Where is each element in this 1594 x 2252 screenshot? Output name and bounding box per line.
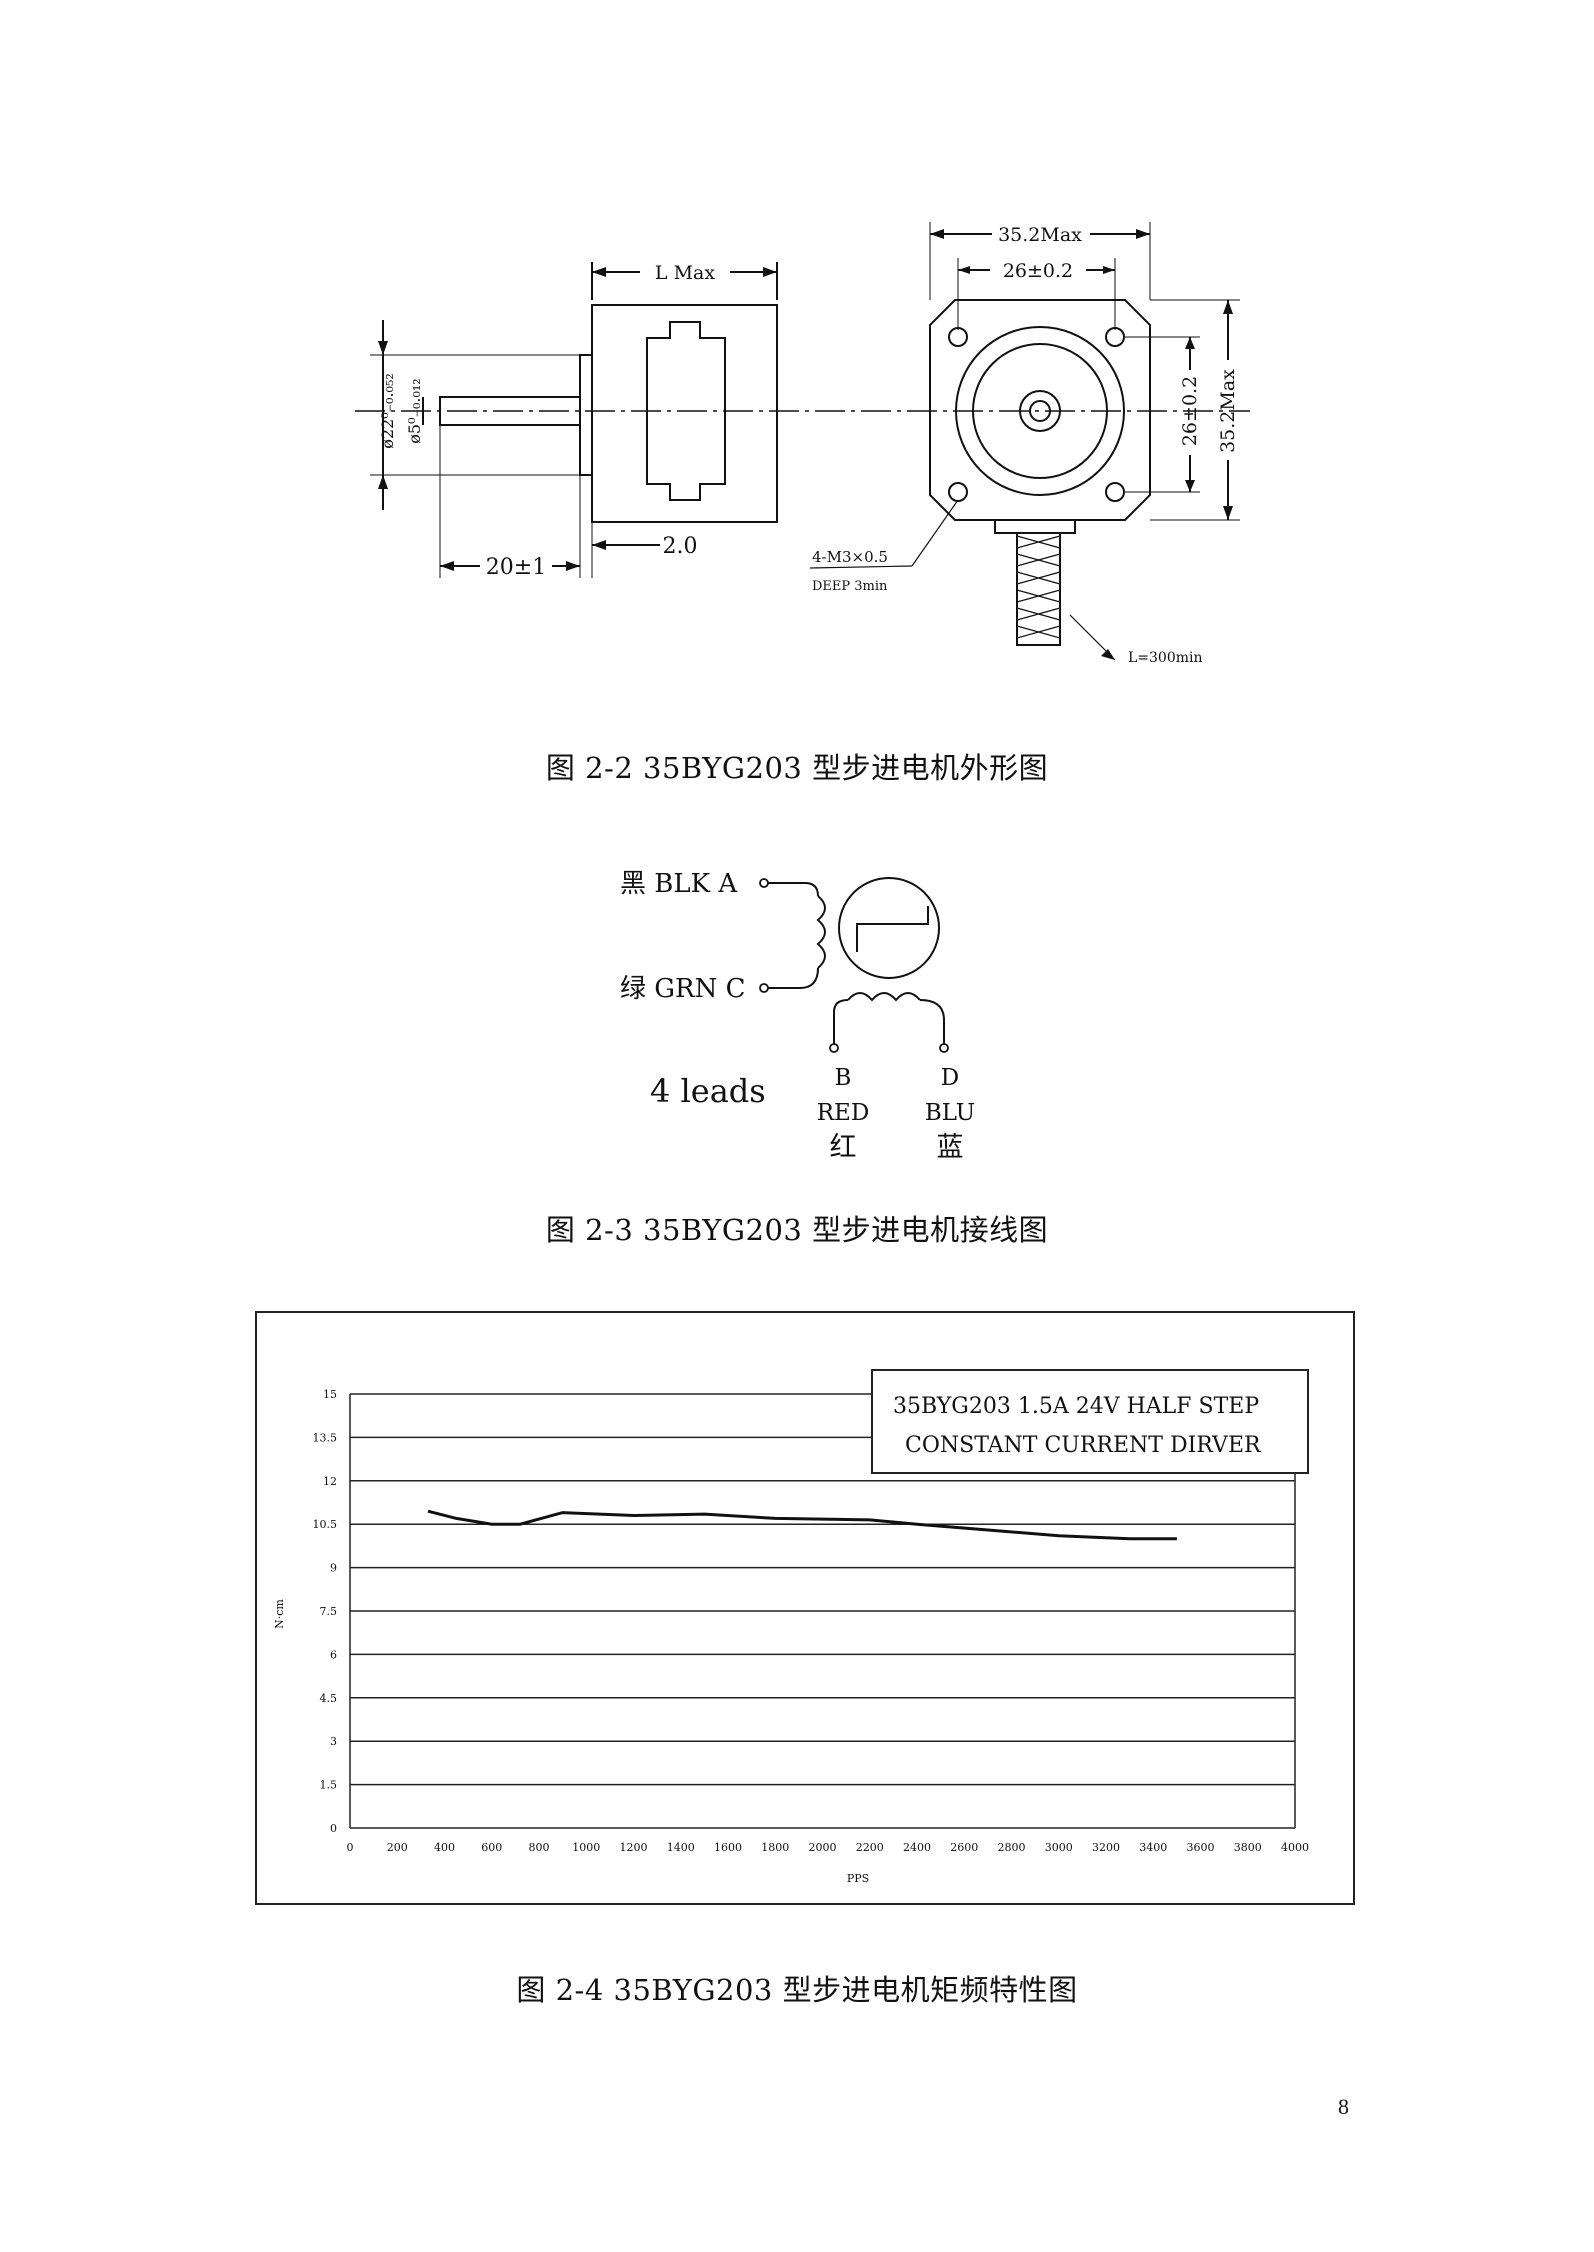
- legend-line-1: 35BYG203 1.5A 24V HALF STEP: [893, 1394, 1259, 1419]
- x-tick-label: 1800: [761, 1841, 789, 1854]
- figure-2-3-caption: 图 2-3 35BYG203 型步进电机接线图: [545, 1213, 1049, 1247]
- x-tick-label: 1600: [714, 1841, 742, 1854]
- lead-d-cn: 蓝: [937, 1132, 964, 1163]
- figure-2-2-caption: 图 2-2 35BYG203 型步进电机外形图: [545, 751, 1049, 785]
- legend-line-2: CONSTANT CURRENT DIRVER: [905, 1433, 1262, 1458]
- dim-phi5: ø5⁰₋₀.₀₁₂: [405, 378, 424, 443]
- lead-b-color: RED: [817, 1100, 870, 1126]
- torque-chart-frame: [255, 1311, 1355, 1905]
- dim-20: 20±1: [486, 555, 546, 580]
- x-axis-label: PPS: [847, 1872, 869, 1885]
- x-tick-label: 3200: [1092, 1841, 1120, 1854]
- dim-top: 35.2Max: [998, 224, 1082, 246]
- x-tick-label: 1400: [667, 1841, 695, 1854]
- x-tick-label: 200: [387, 1841, 408, 1854]
- dim-2: 2.0: [663, 534, 698, 559]
- x-tick-label: 600: [481, 1841, 502, 1854]
- x-tick-label: 2000: [809, 1841, 837, 1854]
- lead-d-color: BLU: [925, 1100, 975, 1126]
- dim-deep: DEEP 3min: [812, 579, 888, 594]
- y-tick-label: 0: [330, 1822, 337, 1835]
- y-tick-label: 6: [330, 1648, 337, 1661]
- y-tick-label: 1.5: [320, 1779, 338, 1792]
- x-tick-label: 3600: [1187, 1841, 1215, 1854]
- lead-a-label: 黑 BLK A: [620, 869, 738, 899]
- dim-side-35: 35.2Max: [1217, 369, 1239, 453]
- x-tick-label: 2400: [903, 1841, 931, 1854]
- x-tick-label: 800: [529, 1841, 550, 1854]
- y-axis-label: N·cm: [273, 1599, 286, 1629]
- leads-count: 4 leads: [650, 1072, 766, 1110]
- page-number: 8: [1338, 2094, 1349, 2119]
- torque-frequency-chart: 0 1.5 3 4.5 6 7.5 9 10.5 12 13.5 15 0 200 400 600 800 1…: [273, 1369, 1309, 1885]
- motor-outline-drawing: L Max 35.2Max 26±0.2 26±0.2 35.2Max ø22⁰…: [355, 222, 1250, 666]
- dim-phi22: ø22⁰₋₀.₀₅₂: [378, 373, 397, 449]
- dim-hole: 26±0.2: [1003, 260, 1073, 282]
- y-tick-label: 15: [323, 1388, 337, 1401]
- dim-cable: L=300min: [1128, 650, 1203, 666]
- x-tick-label: 2800: [998, 1841, 1026, 1854]
- lead-d-letter: D: [941, 1065, 959, 1091]
- x-tick-label: 3000: [1045, 1841, 1073, 1854]
- y-tick-label: 13.5: [313, 1431, 338, 1444]
- lead-b-cn: 红: [830, 1132, 857, 1163]
- y-tick-label: 12: [323, 1475, 337, 1488]
- dim-screw: 4-M3×0.5: [812, 548, 888, 566]
- chart-legend-box: [871, 1369, 1309, 1474]
- dim-side-26: 26±0.2: [1179, 376, 1201, 446]
- torque-series-line: [427, 1509, 1177, 1541]
- y-tick-label: 3: [330, 1735, 337, 1748]
- x-tick-label: 1200: [620, 1841, 648, 1854]
- y-tick-label: 4.5: [320, 1692, 338, 1705]
- x-tick-label: 0: [347, 1841, 354, 1854]
- x-tick-label: 3400: [1139, 1841, 1167, 1854]
- x-tick-label: 3800: [1234, 1841, 1262, 1854]
- y-tick-label: 7.5: [320, 1605, 338, 1618]
- figure-2-4-caption: 图 2-4 35BYG203 型步进电机矩频特性图: [516, 1973, 1078, 2007]
- x-tick-label: 2600: [950, 1841, 978, 1854]
- lead-b-letter: B: [835, 1065, 852, 1091]
- x-tick-label: 400: [434, 1841, 455, 1854]
- x-tick-label: 4000: [1281, 1841, 1309, 1854]
- wiring-diagram: 黑 BLK A 绿 GRN C 4 leads B RED 红 D BLU 蓝: [620, 869, 975, 1163]
- lead-c-label: 绿 GRN C: [620, 974, 746, 1004]
- y-tick-label: 9: [330, 1562, 337, 1575]
- y-tick-label: 10.5: [313, 1518, 338, 1531]
- x-tick-label: 1000: [572, 1841, 600, 1854]
- dim-lmax: L Max: [655, 262, 715, 284]
- x-tick-label: 2200: [856, 1841, 884, 1854]
